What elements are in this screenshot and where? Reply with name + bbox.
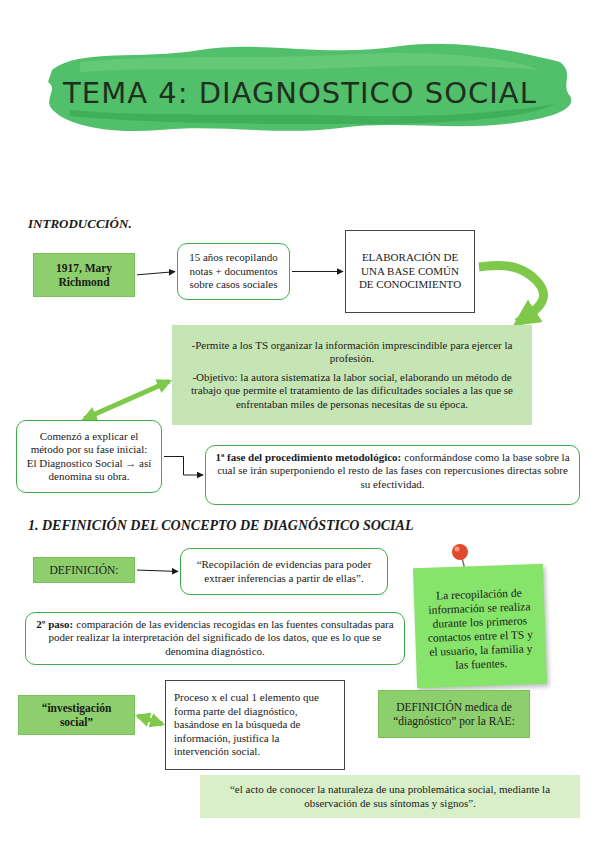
- node-text: -Objetivo: la autora sistematiza la labo…: [180, 371, 524, 411]
- arrow-connector: [137, 570, 178, 571]
- sticky-note: La recopilación de información se realiz…: [413, 564, 547, 688]
- term-box: DEFINICIÓN medica de “diagnóstico” por l…: [378, 690, 530, 738]
- node-text: “Recopilación de evidencias para poder e…: [189, 558, 379, 585]
- node-text: 1917, Mary Richmond: [40, 261, 128, 289]
- node-text: La recopilación de información se realiz…: [422, 585, 539, 673]
- node-text: Proceso x el cual 1 elemento que forma p…: [174, 691, 336, 758]
- node-text: DEFINICIÓN medica de “diagnóstico” por l…: [385, 700, 523, 728]
- arrow-connector: [292, 271, 343, 272]
- brush-texture: [80, 53, 540, 72]
- process-box: 2º paso:comparación de las evidencias re…: [25, 612, 405, 665]
- section-heading: 1. DEFINICIÓN DEL CONCEPTO DE DIAGNÓSTIC…: [28, 518, 413, 534]
- node-text: 2º paso:: [36, 618, 73, 630]
- node-text: DEFINICIÓN:: [40, 563, 128, 577]
- start-box: 1917, Mary Richmond: [33, 253, 135, 297]
- info-panel: -Permite a los TS organizar la informaci…: [172, 325, 532, 425]
- node-text: comparación de las evidencias recogidas …: [49, 618, 394, 657]
- node-text: “investigación social”: [25, 701, 128, 729]
- node-text: Comenzó a explicar el método por su fase…: [25, 430, 153, 484]
- quote-box: “el acto de conocer la naturaleza de una…: [200, 775, 580, 818]
- process-box: 15 años recopilando notas + documentos s…: [177, 243, 290, 300]
- arrow-connector: [164, 457, 203, 476]
- process-box: Comenzó a explicar el método por su fase…: [16, 420, 162, 493]
- term-box: DEFINICIÓN:: [33, 557, 135, 583]
- page-title: TEMA 4: DIAGNOSTICO SOCIAL: [60, 76, 540, 110]
- process-box: 1ª fase del procedimiento metodológico:c…: [205, 445, 580, 505]
- section-heading: INTRODUCCIÓN.: [28, 216, 132, 232]
- brush-stroke: [48, 44, 571, 131]
- green-arrow: [84, 381, 169, 419]
- result-box: ELABORACIÓN DE UNA BASE COMÚN DE CONOCIM…: [345, 230, 475, 313]
- node-text: -Permite a los TS organizar la informaci…: [180, 339, 524, 366]
- green-arrow: [138, 716, 162, 724]
- node-text: 15 años recopilando notas + documentos s…: [186, 251, 281, 291]
- node-text: 1ª fase del procedimiento metodológico:: [215, 451, 401, 463]
- definition-box: “Recopilación de evidencias para poder e…: [180, 548, 388, 595]
- green-arrow: [479, 265, 544, 322]
- node-text: “el acto de conocer la naturaleza de una…: [208, 783, 572, 810]
- node-text: ELABORACIÓN DE UNA BASE COMÚN DE CONOCIM…: [354, 251, 466, 291]
- term-box: “investigación social”: [18, 695, 135, 735]
- arrow-connector: [137, 272, 175, 275]
- definition-box: Proceso x el cual 1 elemento que forma p…: [165, 680, 345, 770]
